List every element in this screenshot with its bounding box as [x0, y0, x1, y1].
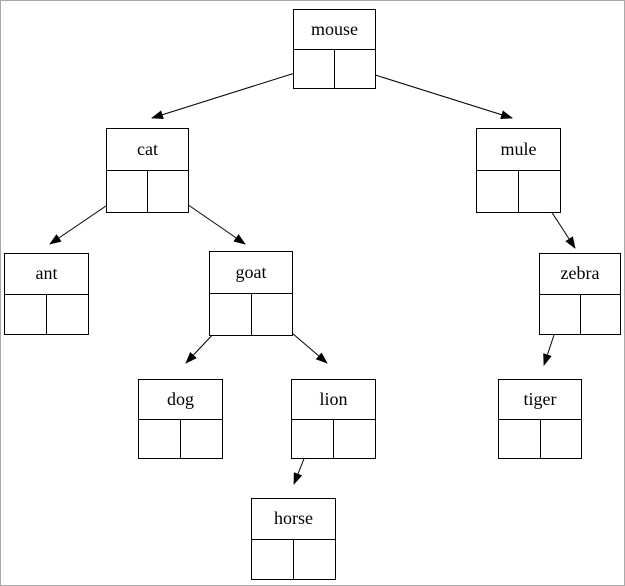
pointer-cells: [292, 418, 375, 459]
left-pointer-cell: [210, 294, 252, 335]
left-pointer-cell: [540, 294, 581, 334]
pointer-cells: [139, 418, 222, 459]
pointer-cells: [252, 538, 335, 580]
pointer-cells: [107, 170, 188, 212]
tree-node-zebra: zebra: [539, 253, 621, 335]
node-label-tiger: tiger: [523, 388, 557, 409]
node-label-horse: horse: [274, 508, 313, 529]
right-pointer-cell: [519, 171, 560, 212]
left-pointer-cell: [477, 171, 519, 212]
tree-node-mouse: mouse: [293, 9, 376, 89]
edge-mouse-mule: [352, 67, 513, 119]
left-pointer-cell: [107, 171, 148, 212]
left-pointer-cell: [292, 419, 334, 458]
tree-node-cat: cat: [106, 128, 189, 213]
right-pointer-cell: [335, 50, 375, 89]
pointer-cells: [210, 293, 292, 335]
tree-node-horse: horse: [251, 498, 336, 580]
node-label-lion: lion: [319, 388, 348, 409]
right-pointer-cell: [334, 420, 375, 459]
left-pointer-cell: [499, 419, 541, 458]
tree-node-dog: dog: [138, 379, 223, 459]
pointer-cells: [477, 170, 560, 212]
left-pointer-cell: [252, 539, 294, 579]
right-pointer-cell: [47, 295, 88, 335]
tree-node-mule: mule: [476, 128, 561, 213]
node-label-cat: cat: [137, 139, 158, 159]
edge-mouse-cat: [151, 66, 315, 119]
tree-node-goat: goat: [209, 251, 293, 336]
node-label-ant: ant: [35, 263, 58, 284]
left-pointer-cell: [5, 294, 47, 334]
right-pointer-cell: [181, 420, 222, 459]
tree-node-tiger: tiger: [498, 379, 582, 459]
tree-node-ant: ant: [4, 253, 89, 335]
node-label-mule: mule: [500, 139, 537, 159]
right-pointer-cell: [294, 540, 335, 580]
node-label-goat: goat: [235, 262, 267, 282]
left-pointer-cell: [139, 419, 181, 458]
node-label-dog: dog: [167, 388, 194, 409]
node-label-zebra: zebra: [560, 263, 600, 284]
node-label-mouse: mouse: [311, 18, 358, 39]
pointer-cells: [5, 293, 88, 335]
right-pointer-cell: [252, 294, 293, 335]
pointer-cells: [499, 418, 582, 459]
left-pointer-cell: [294, 49, 335, 88]
right-pointer-cell: [148, 171, 188, 212]
tree-node-lion: lion: [291, 379, 376, 459]
right-pointer-cell: [581, 295, 621, 335]
pointer-cells: [540, 293, 621, 335]
right-pointer-cell: [541, 420, 582, 459]
pointer-cells: [294, 48, 375, 89]
